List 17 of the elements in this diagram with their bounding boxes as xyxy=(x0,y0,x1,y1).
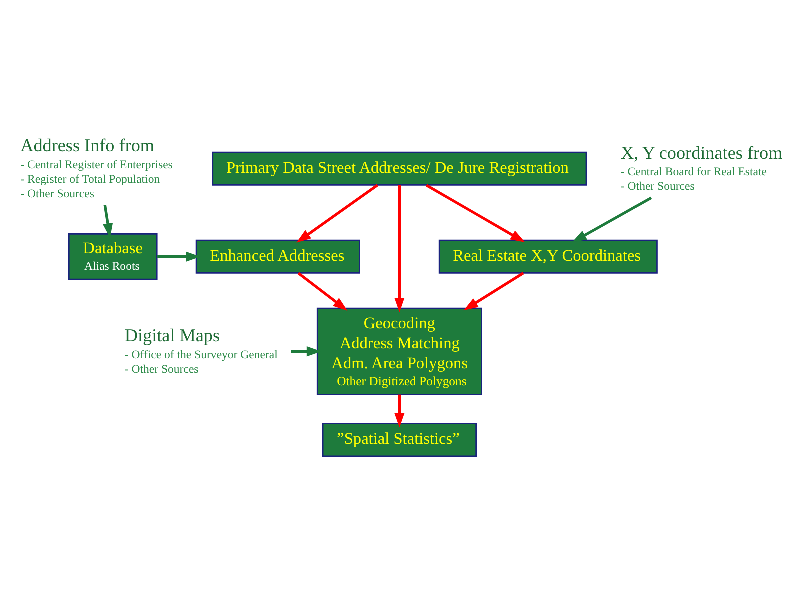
arrow xyxy=(298,272,348,311)
node-text: Address Info from - Central Register of Enterprises - Register of Total Population - Other Sources xyxy=(20,136,173,200)
arrow xyxy=(426,184,526,243)
arrow xyxy=(464,272,524,311)
arrow xyxy=(296,184,378,243)
arrow xyxy=(394,185,405,313)
node-box: Primary Data Street Addresses/ De Jure Registration xyxy=(212,152,588,186)
node-box: Real Estate X,Y Coordinates xyxy=(438,240,658,274)
node-box: ”Spatial Statistics” xyxy=(322,423,477,458)
node-box: Geocoding Address Matching Adm. Area Polygons Other Digitized Polygons xyxy=(316,308,482,396)
node-box: Enhanced Addresses xyxy=(196,240,360,274)
node-text: Digital Maps - Office of the Surveyor General - Other Sources xyxy=(124,326,278,376)
arrow xyxy=(394,394,405,428)
arrow xyxy=(572,196,652,243)
arrow xyxy=(291,346,322,357)
node-box: Database Alias Roots xyxy=(68,234,158,280)
node-text: X, Y coordinates from - Central Board for Real Estate - Other Sources xyxy=(620,142,783,194)
